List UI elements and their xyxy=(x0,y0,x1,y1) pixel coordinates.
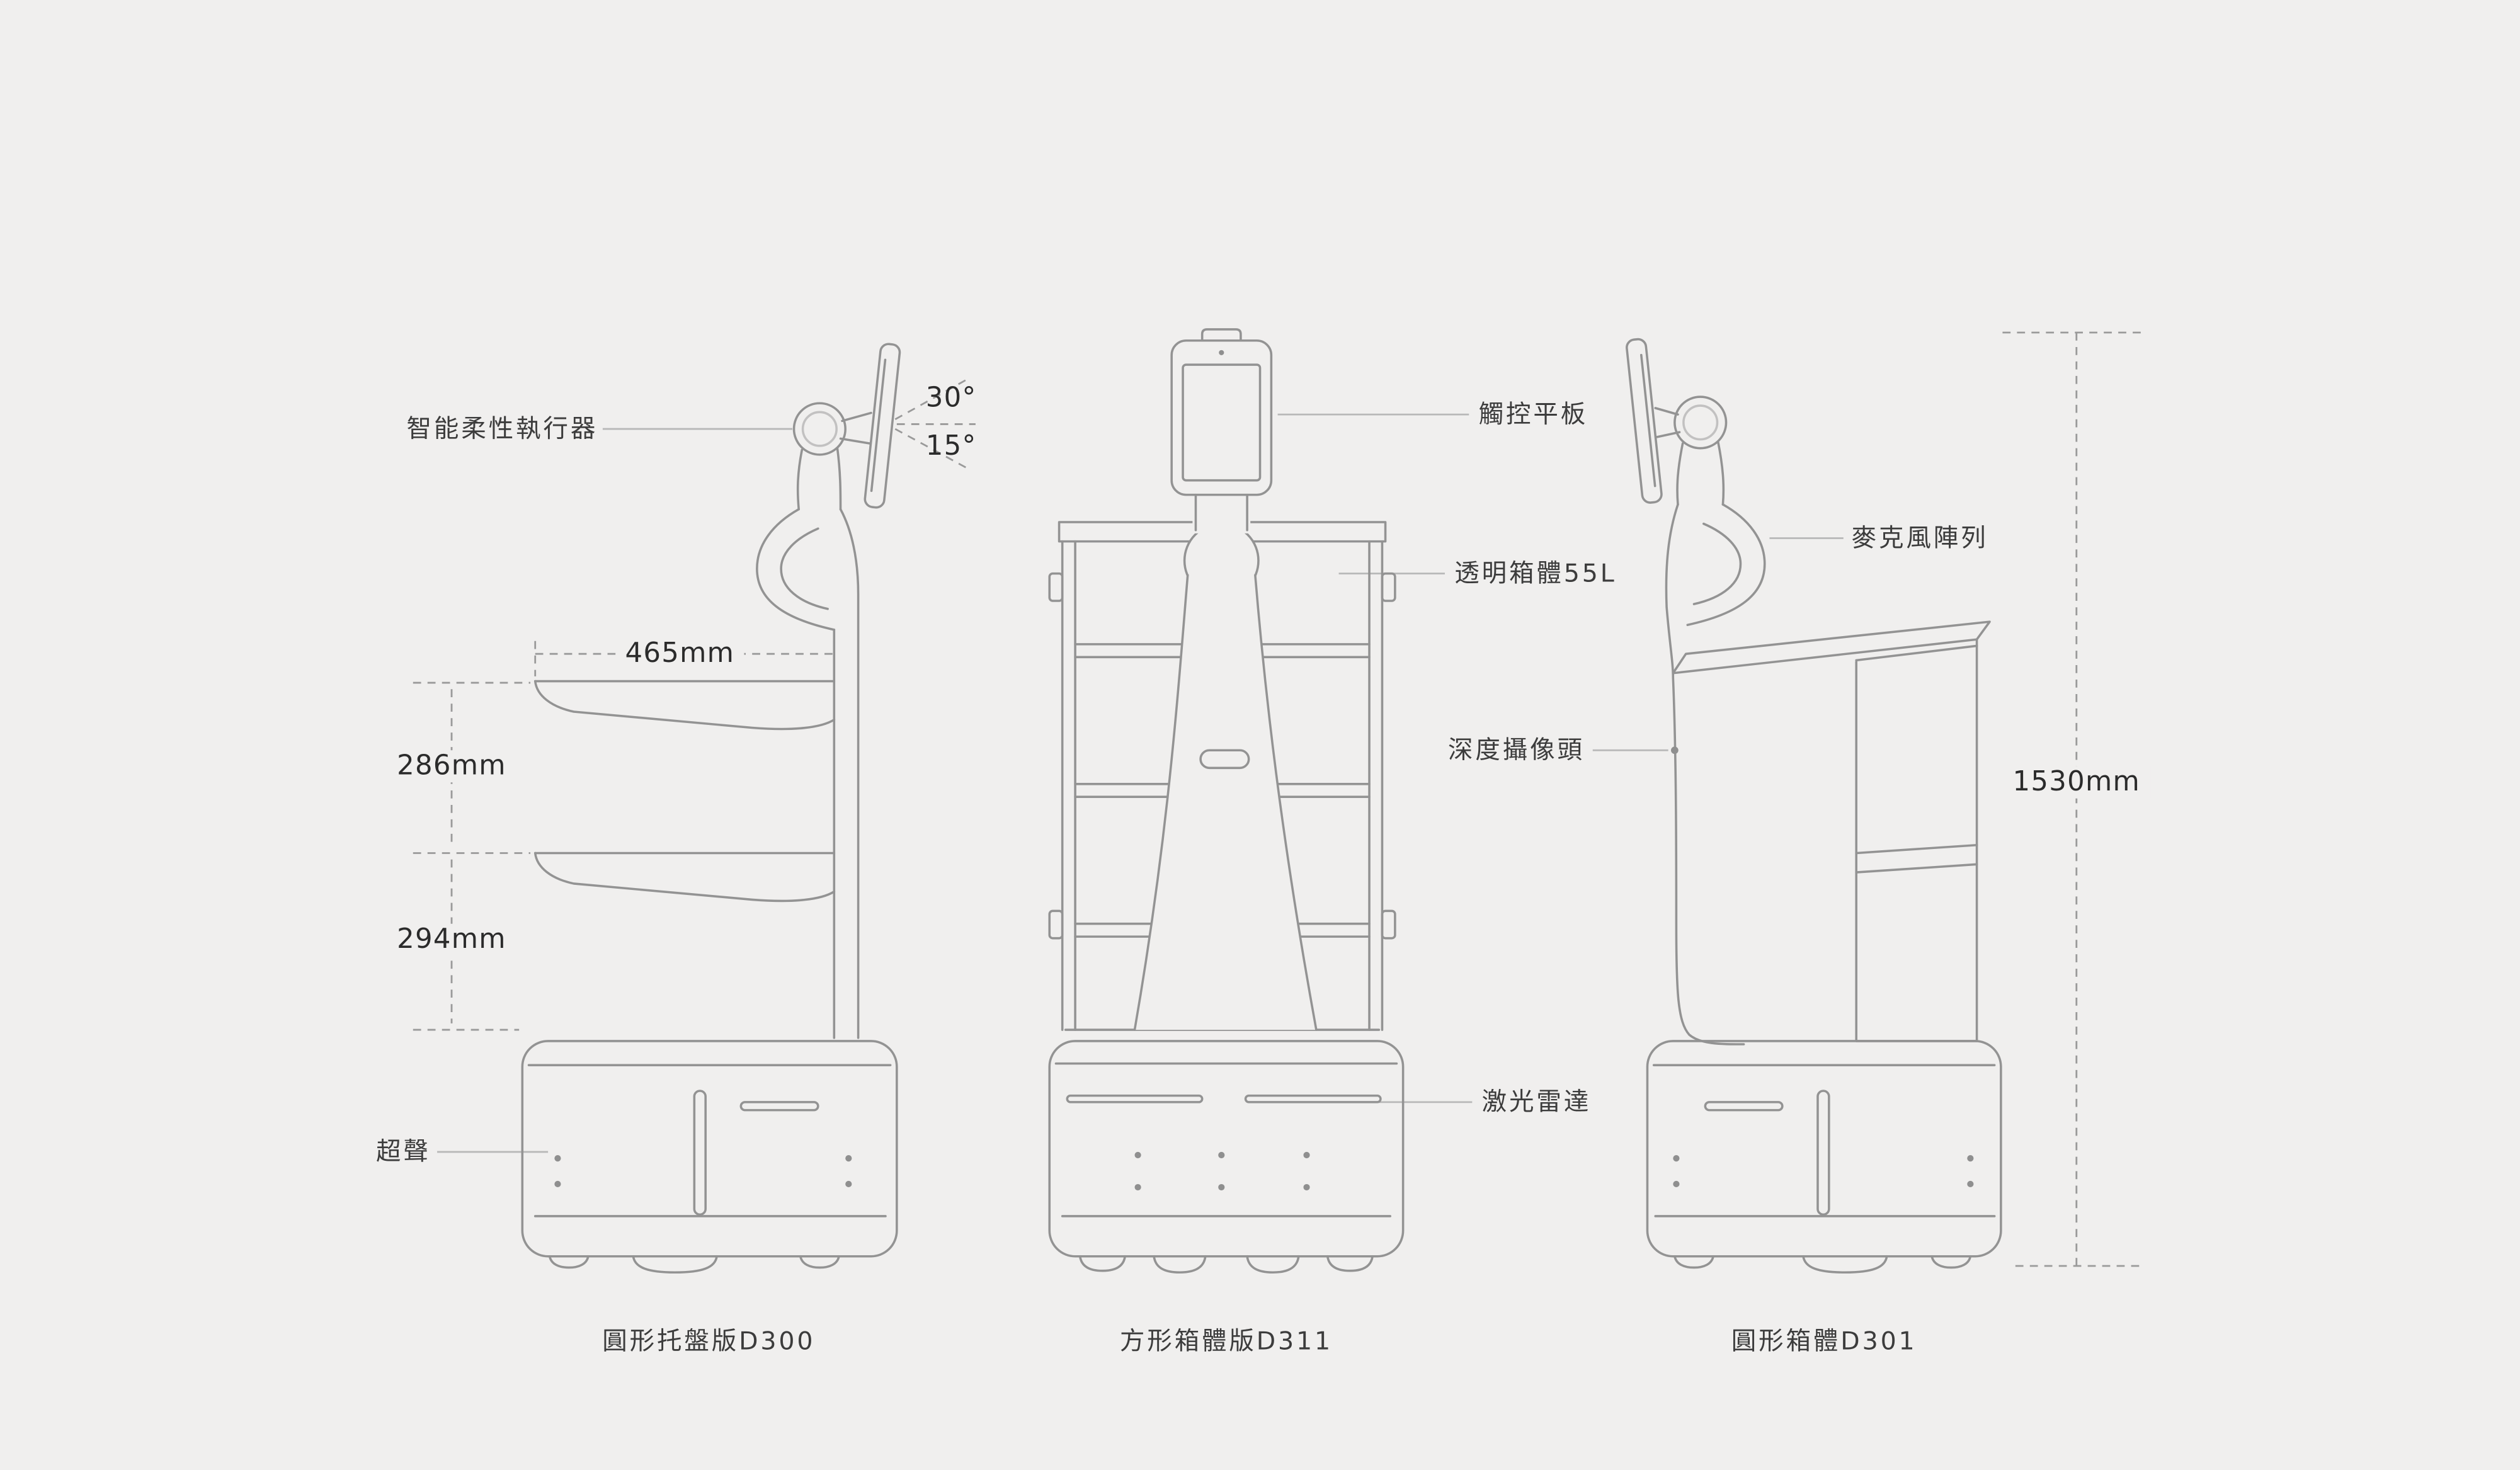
d300-chassis xyxy=(521,1040,898,1274)
dim-tray-width: 465mm xyxy=(615,637,744,670)
d311-lidar-strip-left xyxy=(1066,1094,1204,1103)
dim-tray-spacing-top: 286mm xyxy=(387,750,516,783)
callout-microphone-array: 麥克風陣列 xyxy=(1851,523,1988,553)
dim-tilt-down: 15° xyxy=(925,430,977,463)
d301-screen xyxy=(1626,338,1663,504)
callout-depth-camera: 深度攝像頭 xyxy=(1448,736,1585,765)
caption-robot-d300: 圓形托盤版D300 xyxy=(602,1326,816,1356)
d311-lidar-strip-right xyxy=(1244,1094,1382,1103)
dim-overall-height: 1530mm xyxy=(2002,766,2151,799)
d301-microphone-array xyxy=(1686,503,1766,627)
tilt-angle-annotation xyxy=(894,378,976,469)
callout-ultrasonic: 超聲 xyxy=(376,1137,431,1166)
d301-cabinet-top xyxy=(1672,620,1991,675)
caption-robot-d301: 圓形箱體D301 xyxy=(1731,1326,1917,1356)
d300-ultrasonic-sensors xyxy=(554,1155,852,1188)
dim-tray-spacing-bottom: 294mm xyxy=(387,923,516,956)
d301-chassis xyxy=(1647,1041,2002,1274)
d300-actuator-joint xyxy=(792,402,847,456)
dim-tilt-up: 30° xyxy=(925,382,977,415)
robot-d301-drawing xyxy=(1626,338,2002,1274)
d300-lower-tray xyxy=(533,852,836,903)
d300-upper-tray xyxy=(533,680,836,731)
robot-d300-drawing xyxy=(521,343,901,1274)
callout-touch-tablet: 觸控平板 xyxy=(1478,400,1588,430)
d301-actuator-joint xyxy=(1673,396,1728,450)
d301-cabinet-opening xyxy=(1855,638,1978,1042)
d300-screen xyxy=(864,343,901,509)
callout-actuator: 智能柔性執行器 xyxy=(406,414,598,444)
caption-robot-d311: 方形箱體版D311 xyxy=(1119,1326,1333,1356)
d301-depth-camera xyxy=(1671,746,1679,755)
callout-transparent-cabinet: 透明箱體55L xyxy=(1454,559,1617,588)
d311-chassis xyxy=(1048,1040,1405,1274)
callout-lidar: 激光雷達 xyxy=(1481,1087,1592,1117)
robot-d311-drawing xyxy=(1048,328,1405,1274)
d311-touch-tablet xyxy=(1170,328,1273,496)
leader-lines xyxy=(437,413,1844,1153)
